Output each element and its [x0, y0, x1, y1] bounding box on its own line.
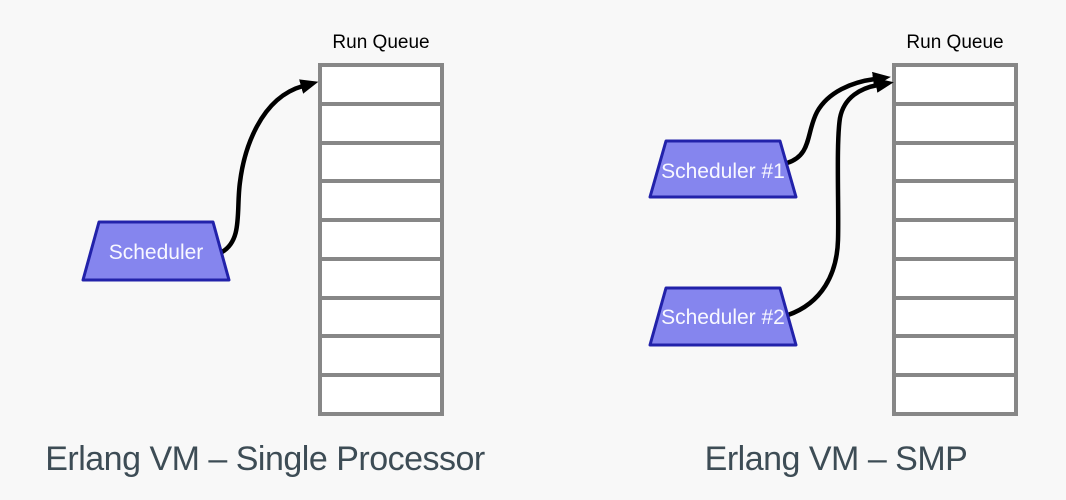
- scheduler-2: Scheduler #2: [648, 286, 798, 347]
- queue-slot: [896, 377, 1014, 413]
- scheduler-single: Scheduler: [81, 220, 231, 282]
- queue-slot: [322, 299, 440, 335]
- queue-slot: [322, 183, 440, 219]
- run-queue-left: [318, 63, 444, 416]
- queue-slot: [322, 222, 440, 257]
- queue-slot: [322, 144, 440, 180]
- queue-slot: [896, 260, 1014, 296]
- queue-slot: [896, 299, 1014, 335]
- caption-smp: Erlang VM – SMP: [704, 440, 968, 478]
- scheduler-2-label: Scheduler #2: [661, 306, 785, 329]
- scheduler-trapezoid: [81, 220, 231, 282]
- arrow-scheduler2-to-queue: [785, 77, 894, 318]
- arrow-scheduler-to-queue: [219, 79, 319, 255]
- arrow-scheduler1-to-queue: [784, 71, 891, 166]
- run-queue-label-right: Run Queue: [906, 32, 1004, 53]
- queue-slot: [896, 338, 1014, 374]
- scheduler-label: Scheduler: [109, 241, 204, 264]
- queue-slot: [322, 67, 440, 102]
- queue-slot: [322, 338, 440, 374]
- scheduler-1: Scheduler #1: [648, 139, 798, 199]
- run-queue-right: [892, 63, 1018, 416]
- scheduler-1-label: Scheduler #1: [661, 160, 785, 183]
- queue-slot: [896, 222, 1014, 257]
- scheduler-2-trapezoid: [648, 286, 798, 347]
- scheduler-1-trapezoid: [648, 139, 798, 199]
- queue-slot: [322, 377, 440, 413]
- queue-slot: [896, 144, 1014, 180]
- queue-slot: [322, 105, 440, 141]
- queue-slot: [322, 260, 440, 296]
- run-queue-label-left: Run Queue: [332, 32, 430, 53]
- queue-slot: [896, 67, 1014, 102]
- queue-slot: [896, 183, 1014, 219]
- queue-slot: [896, 105, 1014, 141]
- caption-single-processor: Erlang VM – Single Processor: [45, 440, 485, 478]
